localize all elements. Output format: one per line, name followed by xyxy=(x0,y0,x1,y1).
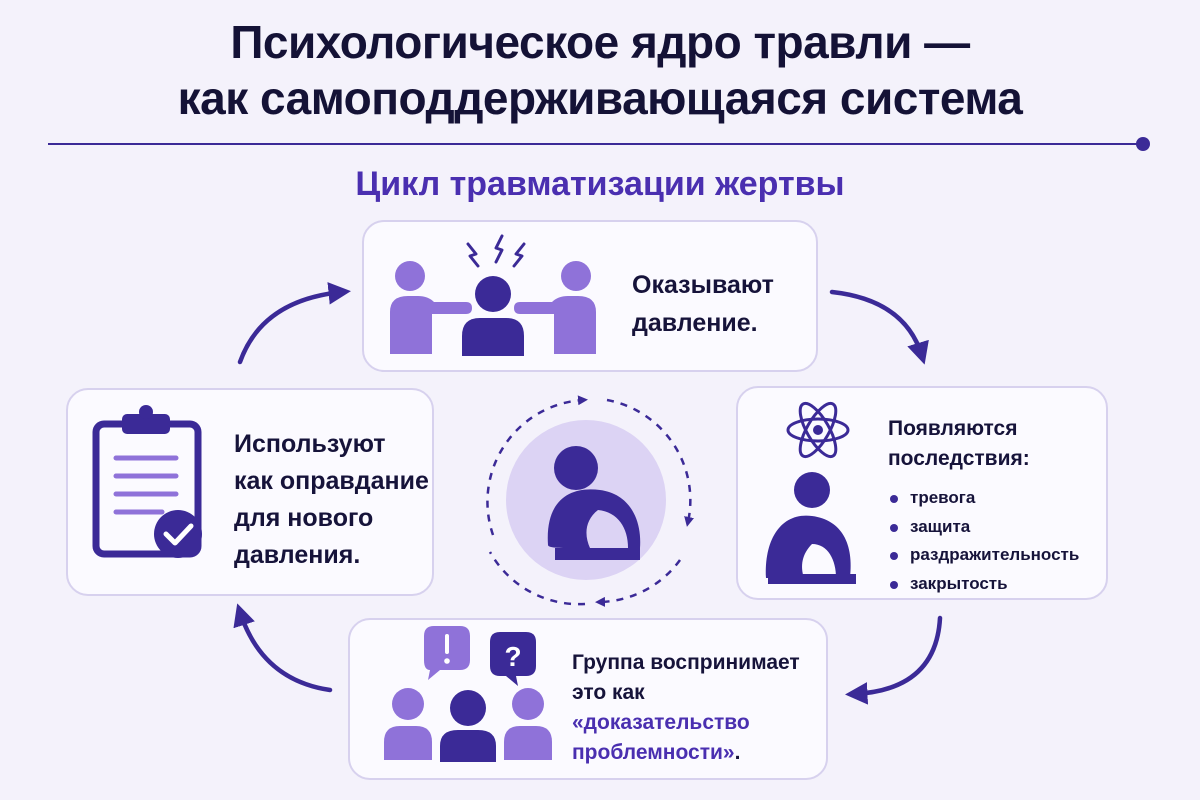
arrow-top-to-right xyxy=(829,289,929,365)
group-label: Группа воспринимает это как «доказательс… xyxy=(572,648,822,768)
justification-label: Используют как оправдание для нового дав… xyxy=(234,430,429,569)
svg-text:?: ? xyxy=(504,641,521,672)
list-item: тревога xyxy=(888,484,1079,513)
step-card-consequences: Появляются последствия: тревога защита р… xyxy=(736,386,1108,600)
group-label-period: . xyxy=(734,741,741,764)
list-item: защита xyxy=(888,513,1079,542)
cycle-subtitle: Цикл травматизации жертвы xyxy=(355,165,845,203)
list-item: раздражительность xyxy=(888,541,1079,570)
step-card-pressure: Оказывают давление. xyxy=(362,220,818,372)
clipboard-check-icon xyxy=(92,405,202,558)
divider-dot xyxy=(1136,137,1150,151)
arrow-bottom-to-left xyxy=(233,603,333,693)
step-card-group: ? Группа воспринимает это как «доказател… xyxy=(348,618,828,780)
pressure-label: Оказывают давление. xyxy=(632,271,774,337)
title-divider xyxy=(48,143,1140,145)
arrow-right-to-bottom xyxy=(845,615,943,705)
question-bubble-icon: ? xyxy=(490,632,536,686)
exclamation-bubble-icon xyxy=(424,626,470,680)
title-line-1: Психологическое ядро травли — xyxy=(230,16,970,68)
stressed-person-icon xyxy=(765,401,856,584)
victim-hugging-knees-icon xyxy=(547,446,641,560)
group-label-accent: проблемности» xyxy=(572,741,735,764)
consequences-heading: Появляются последствия: xyxy=(888,417,1030,470)
arrow-left-to-top xyxy=(237,282,351,365)
page-title: Психологическое ядро травли — как самопо… xyxy=(0,14,1200,126)
title-line-2: как самоподдерживающаяся система xyxy=(177,72,1023,124)
pointing-people-icon xyxy=(390,234,596,356)
step-card-justification: Используют как оправдание для нового дав… xyxy=(66,388,434,596)
questioning-group-icon: ? xyxy=(384,626,552,762)
list-item: закрытость xyxy=(888,570,1079,599)
group-label-line-4: проблемности». xyxy=(572,738,822,768)
center-dashed-cycle xyxy=(486,395,694,607)
consequences-list: тревога защита раздражительность закрыто… xyxy=(888,484,1079,598)
